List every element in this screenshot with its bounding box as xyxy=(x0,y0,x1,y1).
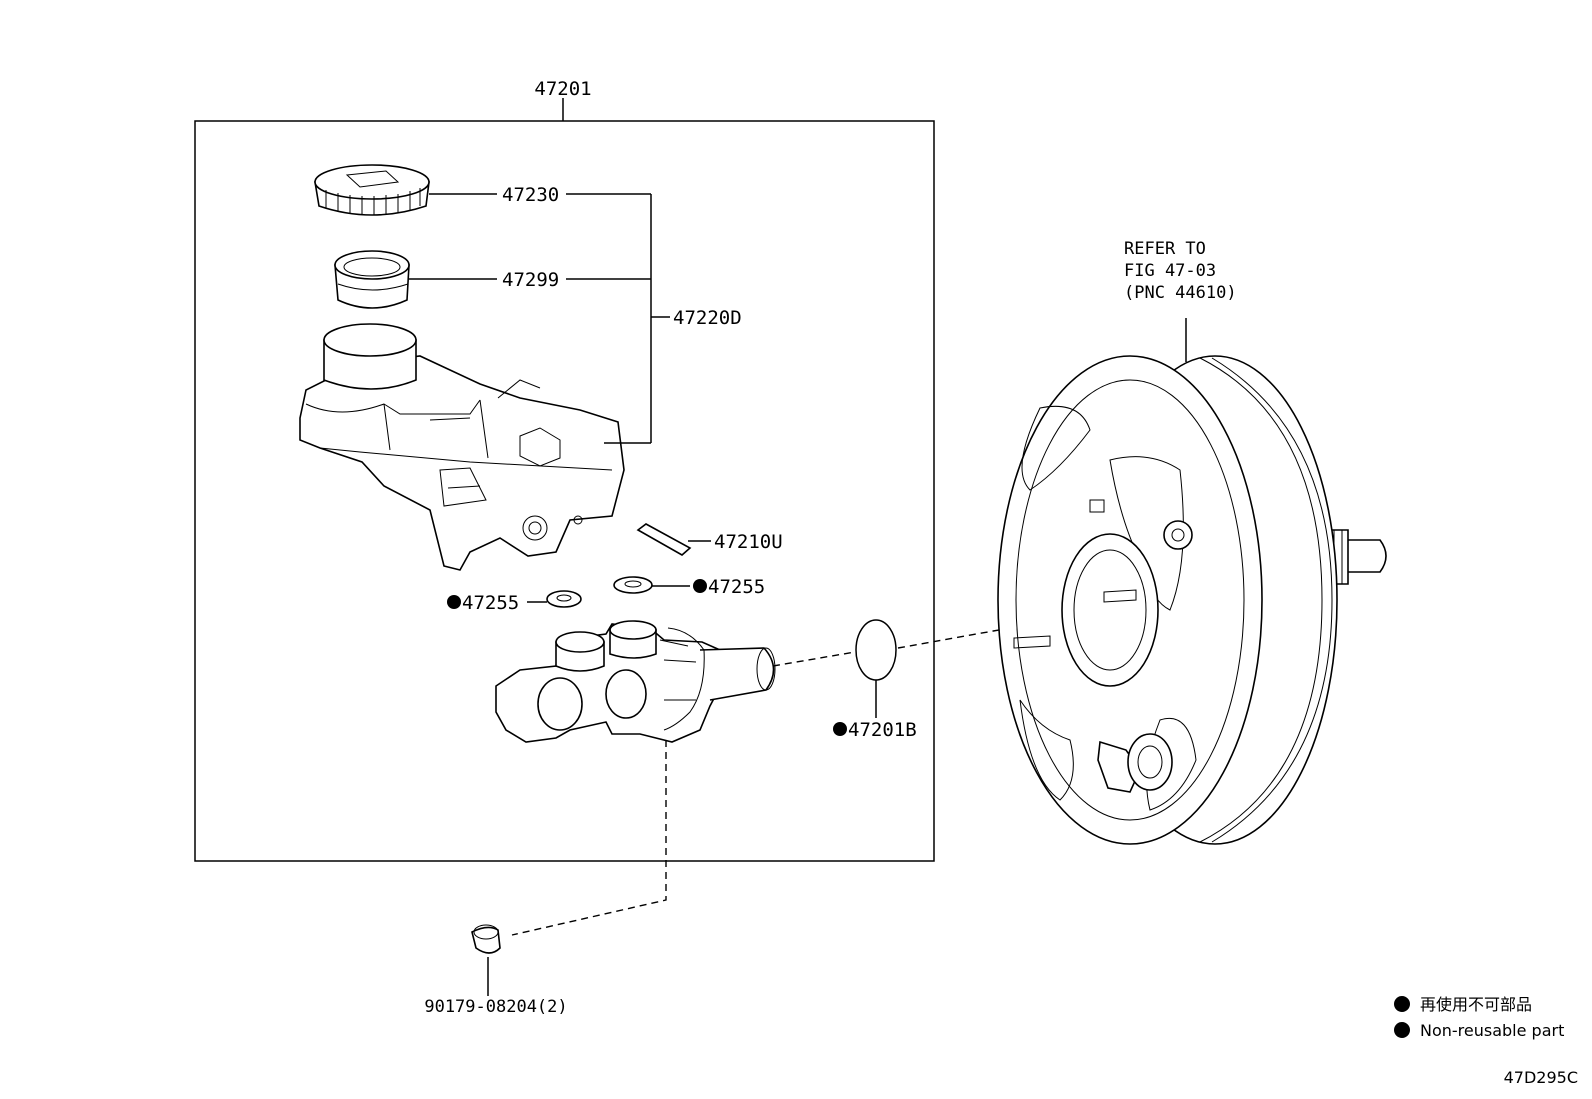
label-reservoir-kit[interactable]: 47220D xyxy=(673,307,742,329)
label-cap[interactable]: 47230 xyxy=(502,184,559,206)
grommet-left-part[interactable] xyxy=(546,590,582,608)
refer-note-line2[interactable]: FIG 47-03 xyxy=(1124,261,1216,281)
reservoir-cap-part[interactable] xyxy=(314,164,430,216)
reservoir-tank-part[interactable] xyxy=(299,323,625,571)
label-grommet-right[interactable]: 47255 xyxy=(708,576,765,598)
master-cylinder-part[interactable] xyxy=(495,620,776,743)
non-reusable-dot xyxy=(447,595,461,609)
label-assembly[interactable]: 47201 xyxy=(534,78,591,100)
brake-booster-part[interactable] xyxy=(997,355,1387,845)
label-o-ring[interactable]: 47201B xyxy=(848,719,917,741)
grommet-right-part[interactable] xyxy=(613,576,653,594)
non-reusable-dot xyxy=(833,722,847,736)
legend: 再使用不可部品 Non-reusable part xyxy=(1394,995,1564,1040)
label-pin[interactable]: 47210U xyxy=(714,531,783,553)
strainer-part[interactable] xyxy=(334,250,410,309)
o-ring-part[interactable] xyxy=(855,619,897,681)
label-strainer[interactable]: 47299 xyxy=(502,269,559,291)
assembly-47201: 47201 xyxy=(194,78,935,862)
pin-part[interactable] xyxy=(636,523,692,556)
refer-note-line3[interactable]: (PNC 44610) xyxy=(1124,283,1237,303)
legend-dot-jp xyxy=(1394,996,1410,1012)
label-grommet-left[interactable]: 47255 xyxy=(462,592,519,614)
label-nut[interactable]: 90179-08204(2) xyxy=(424,997,567,1017)
refer-note-line1[interactable]: REFER TO xyxy=(1124,239,1206,259)
figure-code: 47D295C xyxy=(1504,1068,1578,1087)
legend-english: Non-reusable part xyxy=(1420,1021,1564,1040)
non-reusable-dot xyxy=(693,579,707,593)
refer-note: REFER TO FIG 47-03 (PNC 44610) xyxy=(1124,239,1237,303)
legend-dot-en xyxy=(1394,1022,1410,1038)
assembly-box xyxy=(194,120,935,862)
legend-japanese: 再使用不可部品 xyxy=(1420,995,1532,1014)
nut-part[interactable] xyxy=(471,924,501,954)
